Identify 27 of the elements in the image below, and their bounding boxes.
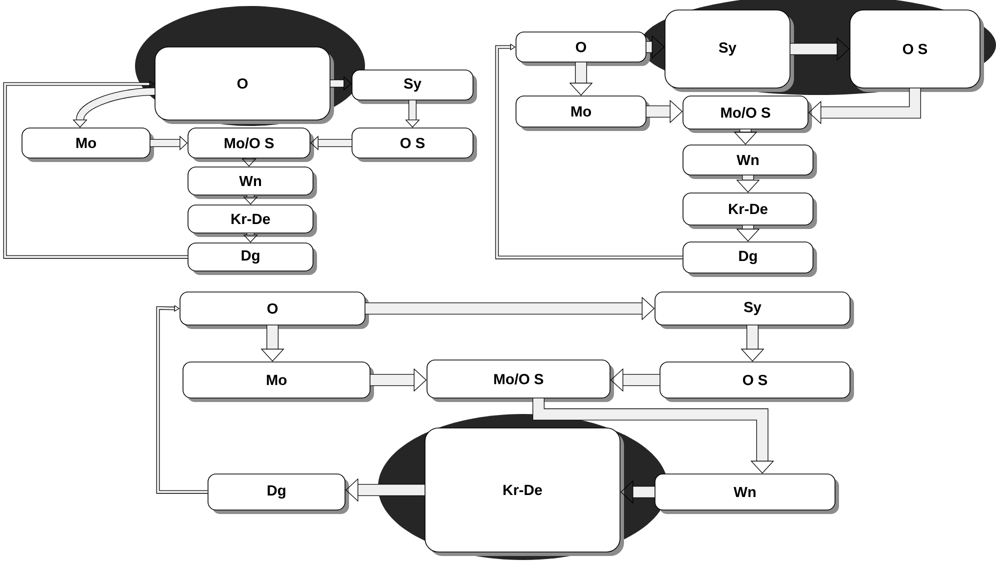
block-arrow	[495, 44, 683, 260]
block-arrow	[156, 304, 208, 494]
process-box: Mo/O S	[682, 96, 812, 133]
process-box: Mo	[516, 96, 650, 131]
process-box: O S	[352, 128, 477, 162]
process-box: Mo/O S	[426, 360, 614, 402]
process-box: Kr-De	[424, 428, 624, 556]
process-box: Wn	[188, 166, 317, 199]
process-box: Sy	[664, 10, 794, 92]
process-box: Dg	[682, 242, 817, 277]
process-box: O S	[660, 362, 854, 402]
process-box: Kr-De	[188, 204, 317, 237]
process-box: Dg	[188, 242, 317, 275]
process-box: Wn	[682, 144, 817, 179]
process-box: Kr-De	[682, 192, 817, 229]
process-box: O S	[850, 10, 984, 92]
process-box: Sy	[654, 292, 854, 329]
process-box: Sy	[352, 70, 477, 104]
process-box: Wn	[654, 474, 839, 514]
process-box: Mo	[182, 362, 374, 402]
process-box: Mo/O S	[188, 128, 314, 162]
process-box: O	[180, 292, 369, 329]
process-box: Mo	[22, 128, 154, 162]
process-box: O	[516, 32, 650, 66]
process-box: Dg	[208, 474, 349, 514]
block-arrow	[3, 80, 188, 259]
process-box: O	[154, 46, 334, 124]
